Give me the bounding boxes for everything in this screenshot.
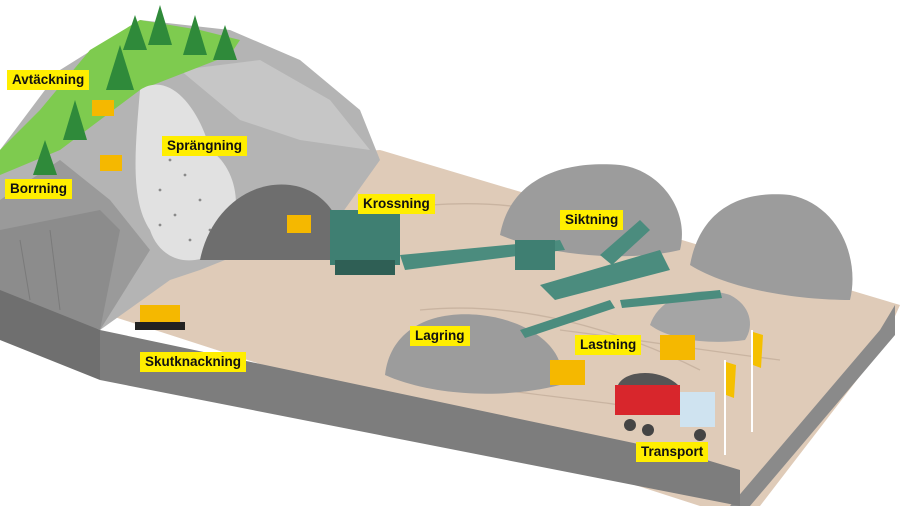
label-borrning: Borrning (5, 179, 72, 199)
label-transport: Transport (636, 442, 709, 462)
label-avtackning: Avtäckning (7, 70, 90, 90)
label-siktning: Siktning (560, 210, 624, 230)
label-lagring: Lagring (410, 326, 470, 346)
label-sprangning: Sprängning (162, 136, 247, 156)
grass-slope (0, 5, 240, 175)
trees (33, 5, 237, 175)
label-lastning: Lastning (575, 335, 642, 355)
blasted-rock-pile (200, 184, 343, 260)
label-krossning: Krossning (358, 194, 435, 214)
processing-plant (330, 210, 722, 338)
machines (92, 100, 695, 385)
truck (615, 372, 715, 441)
label-skutknackning: Skutknackning (140, 352, 247, 372)
flags (724, 330, 763, 455)
